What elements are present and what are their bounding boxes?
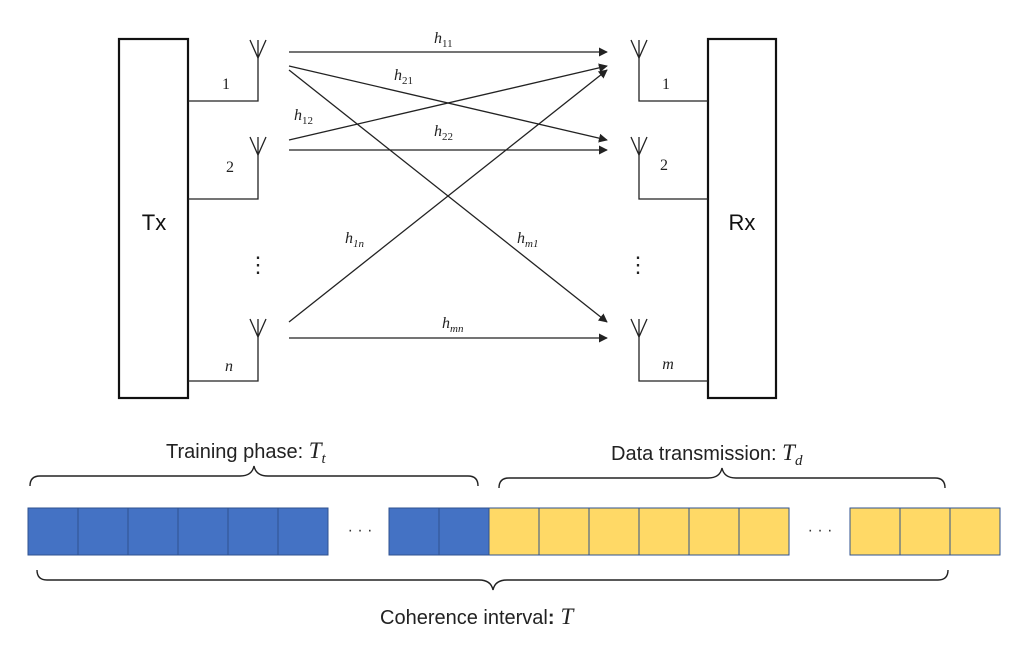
data-block <box>949 507 1001 556</box>
training-block <box>227 507 279 556</box>
rx-antenna-icon <box>630 318 648 339</box>
training-block <box>438 507 490 556</box>
block-strip <box>27 507 1001 556</box>
tx-antenna-icon <box>249 136 267 157</box>
training-blocks <box>388 507 490 556</box>
training-phase-brace <box>29 465 479 487</box>
data-block <box>538 507 590 556</box>
channel-arrow-h1n <box>288 69 608 323</box>
data-block <box>588 507 640 556</box>
tx-feed-lines <box>188 58 259 382</box>
data-blocks <box>488 507 790 556</box>
rx-port-label: 2 <box>660 157 668 174</box>
data-transmission-brace <box>498 467 946 489</box>
rx-antenna-icon <box>630 136 648 157</box>
channel-label-h12: h12 <box>294 107 313 127</box>
training-block <box>127 507 179 556</box>
channel-label-hmn: hmn <box>442 315 464 335</box>
rx-feed-lines <box>638 58 708 382</box>
rx-label: Rx <box>729 210 756 235</box>
data-block <box>638 507 690 556</box>
training-block <box>27 507 79 556</box>
tx-port-label: n <box>225 358 233 375</box>
training-block <box>77 507 129 556</box>
training-block <box>277 507 329 556</box>
channel-label-h21: h21 <box>394 67 413 87</box>
tx-port-label: 2 <box>226 159 234 176</box>
data-block <box>488 507 540 556</box>
data-block <box>738 507 790 556</box>
channel-arrow-h12 <box>288 63 608 141</box>
rx-ellipsis: ⋮ <box>627 252 649 277</box>
coherence-interval-label: Coherence interval:T <box>380 604 576 629</box>
data-block <box>899 507 951 556</box>
channel-label-h1n: h1n <box>345 230 365 250</box>
tx-port-label: 1 <box>222 76 230 93</box>
data-blocks <box>849 507 1001 556</box>
channel-label-h22: h22 <box>434 123 453 143</box>
coherence-interval-brace <box>36 569 949 591</box>
training-block <box>177 507 229 556</box>
tx-box <box>117 37 190 400</box>
rx-port-label: 1 <box>662 76 670 93</box>
channel-label-hm1: hm1 <box>517 230 538 250</box>
rx-box <box>706 37 778 400</box>
rx-antenna-icon <box>630 39 648 60</box>
gap-ellipsis: · · · <box>348 522 373 539</box>
tx-label: Tx <box>142 210 166 235</box>
tx-antenna-icon <box>249 39 267 60</box>
data-transmission-label: Data transmission: Td <box>611 440 803 469</box>
training-blocks <box>27 507 329 556</box>
rx-port-label: m <box>662 356 674 373</box>
training-phase-label: Training phase: Tt <box>166 438 326 467</box>
training-block <box>388 507 440 556</box>
data-block <box>688 507 740 556</box>
gap-ellipsis: · · · <box>808 522 833 539</box>
channel-label-h11: h11 <box>434 30 453 50</box>
tx-antenna-icon <box>249 318 267 339</box>
data-block <box>849 507 901 556</box>
tx-ellipsis: ⋮ <box>247 252 269 277</box>
